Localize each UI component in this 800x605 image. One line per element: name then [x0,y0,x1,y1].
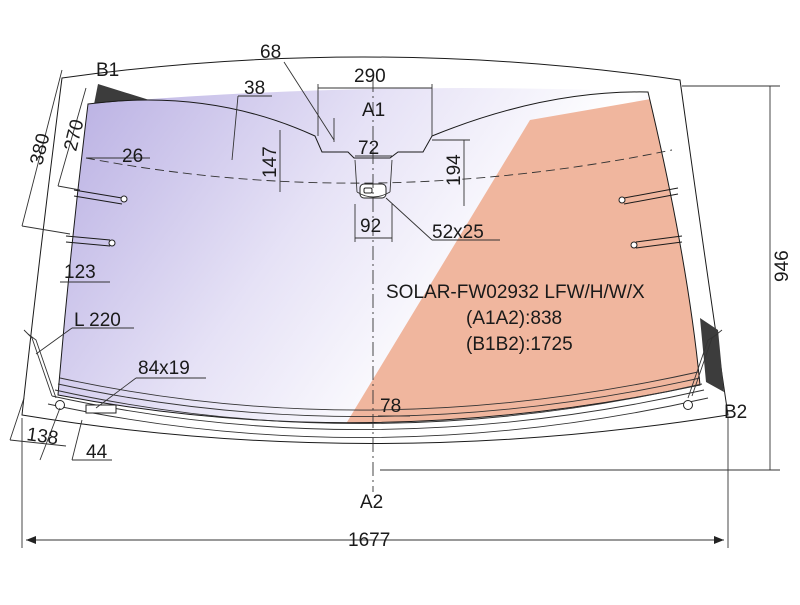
bracket-left-1 [73,189,128,205]
wire-left [23,329,53,397]
dim-92: 92 [360,216,381,237]
dim-44: 44 [86,442,108,463]
point-a2: A2 [360,492,383,513]
dim-380: 380 [26,131,54,167]
windshield-outline [21,56,729,444]
dim-290: 290 [354,66,386,87]
bracket-right-1 [618,187,679,205]
dim-l220: L 220 [74,310,121,331]
dim-138: 138 [25,424,59,449]
connector-right [683,400,693,410]
dim-overall-width: 1677 [348,530,390,551]
dim-72: 72 [358,138,379,159]
part-code: SOLAR-FW02932 LFW/H/W/X [386,282,645,303]
b1b2-value: (B1B2):1725 [466,334,573,355]
a1a2-value: (A1A2):838 [466,308,562,329]
connector-left [55,400,65,410]
label-area [85,404,117,414]
dim-overall-height: 946 [772,250,793,282]
dim-68: 68 [260,42,281,63]
point-a1: A1 [362,100,385,121]
dim-38: 38 [244,78,265,99]
dim-label-area: 84x19 [138,358,190,379]
glass-tint [58,88,700,423]
dim-123: 123 [64,262,96,283]
dim-78: 78 [380,396,401,417]
point-b2: B2 [724,402,747,423]
dim-26: 26 [122,146,143,167]
dim-sensor: 52x25 [432,222,484,243]
bracket-right-2 [630,235,683,249]
dim-194: 194 [444,154,465,186]
dim-147: 147 [260,146,281,178]
heating-lines [47,371,709,438]
tint-band-line [85,149,673,184]
bracket-left-2 [65,235,116,247]
corner-shading-b2 [700,318,724,392]
point-b1: B1 [96,60,119,81]
